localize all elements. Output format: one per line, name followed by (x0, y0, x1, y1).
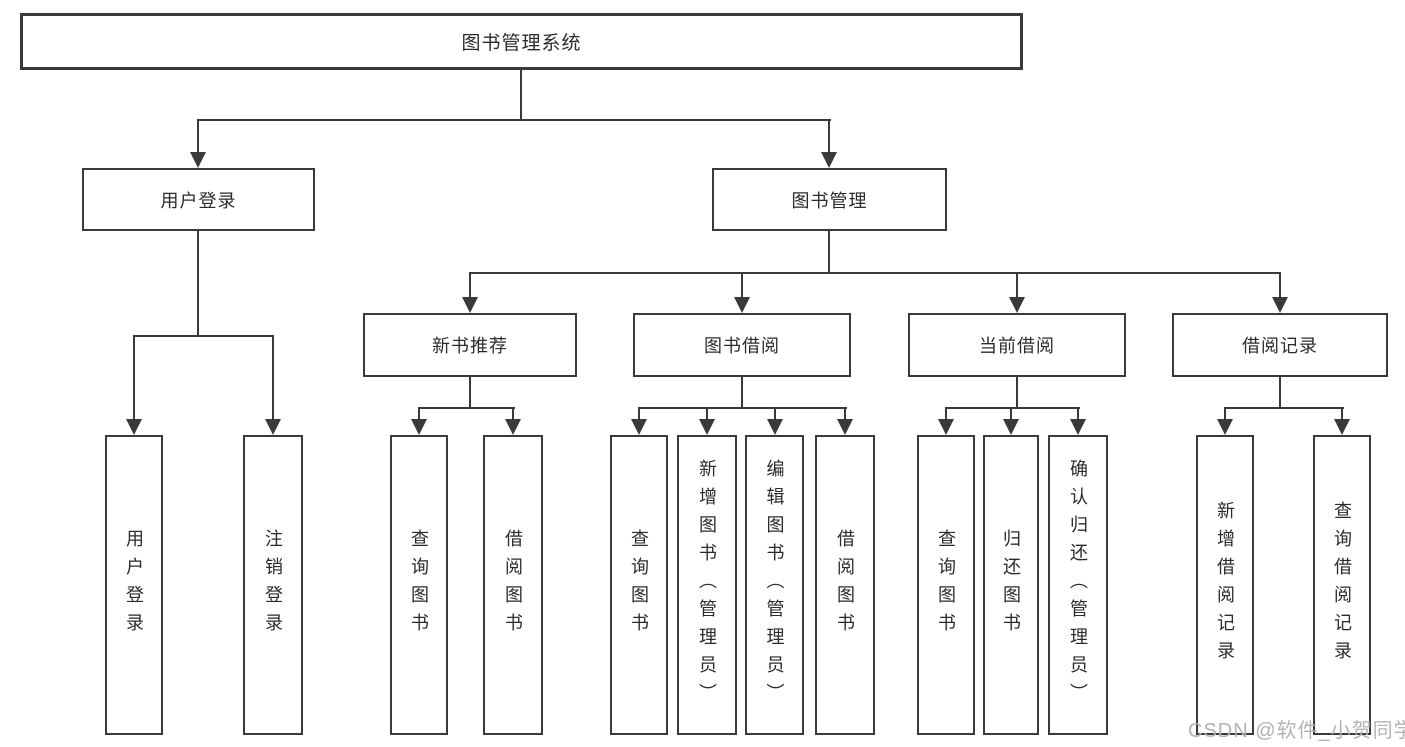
arrow-down-icon (1334, 419, 1350, 435)
node-user-login: 用户登录 (82, 168, 315, 231)
connector-line (828, 119, 830, 153)
leaf-add-borrow-record: 新增借阅记录 (1196, 435, 1254, 735)
connector-line (945, 407, 947, 421)
leaf-query-borrow-record: 查询借阅记录 (1313, 435, 1371, 735)
node-borrow-records: 借阅记录 (1172, 313, 1388, 377)
connector-line (133, 335, 274, 337)
leaf-user-login: 用户登录 (105, 435, 163, 735)
connector-line (272, 335, 274, 421)
arrow-down-icon (699, 419, 715, 435)
connector-line (774, 407, 776, 421)
connector-line (1077, 407, 1079, 421)
connector-line (197, 119, 831, 121)
arrow-down-icon (190, 152, 206, 168)
arrow-down-icon (734, 297, 750, 313)
arrow-down-icon (126, 419, 142, 435)
leaf-query-books-borrow: 查询图书 (610, 435, 668, 735)
leaf-confirm-return-admin: 确认归还（管理员） (1048, 435, 1108, 735)
connector-line (520, 70, 522, 121)
arrow-down-icon (1070, 419, 1086, 435)
connector-line (844, 407, 846, 421)
leaf-add-book-admin: 新增图书（管理员） (677, 435, 737, 735)
connector-line (638, 407, 640, 421)
leaf-logout: 注销登录 (243, 435, 303, 735)
connector-line (418, 407, 515, 409)
arrow-down-icon (1217, 419, 1233, 435)
node-new-book-recommend: 新书推荐 (363, 313, 577, 377)
arrow-down-icon (938, 419, 954, 435)
connector-line (418, 407, 420, 421)
connector-line (1341, 407, 1343, 421)
leaf-query-books-recommend: 查询图书 (390, 435, 448, 735)
connector-line (1016, 272, 1018, 299)
connector-line (638, 407, 847, 409)
connector-line (512, 407, 514, 421)
node-book-management: 图书管理 (712, 168, 947, 231)
arrow-down-icon (265, 419, 281, 435)
connector-line (1224, 407, 1226, 421)
node-library-management-system: 图书管理系统 (20, 13, 1023, 70)
connector-line (945, 407, 1080, 409)
connector-line (133, 335, 135, 421)
arrow-down-icon (462, 297, 478, 313)
leaf-query-books-current: 查询图书 (917, 435, 975, 735)
connector-line (1224, 407, 1344, 409)
node-book-borrow: 图书借阅 (633, 313, 851, 377)
connector-line (1010, 407, 1012, 421)
connector-line (197, 229, 199, 337)
leaf-borrow-books-recommend: 借阅图书 (483, 435, 543, 735)
leaf-return-book: 归还图书 (983, 435, 1039, 735)
arrow-down-icon (411, 419, 427, 435)
connector-line (741, 272, 743, 299)
connector-line (469, 272, 1281, 274)
arrow-down-icon (767, 419, 783, 435)
connector-line (706, 407, 708, 421)
connector-line (469, 375, 471, 409)
arrow-down-icon (505, 419, 521, 435)
arrow-down-icon (631, 419, 647, 435)
arrow-down-icon (821, 152, 837, 168)
arrow-down-icon (1272, 297, 1288, 313)
node-current-borrow: 当前借阅 (908, 313, 1126, 377)
connector-line (828, 229, 830, 274)
connector-line (1279, 272, 1281, 299)
arrow-down-icon (1009, 297, 1025, 313)
leaf-edit-book-admin: 编辑图书（管理员） (745, 435, 804, 735)
connector-line (741, 375, 743, 409)
connector-line (1279, 375, 1281, 409)
connector-line (469, 272, 471, 299)
leaf-borrow-books: 借阅图书 (815, 435, 875, 735)
connector-line (1016, 375, 1018, 409)
arrow-down-icon (837, 419, 853, 435)
connector-line (197, 119, 199, 153)
arrow-down-icon (1003, 419, 1019, 435)
